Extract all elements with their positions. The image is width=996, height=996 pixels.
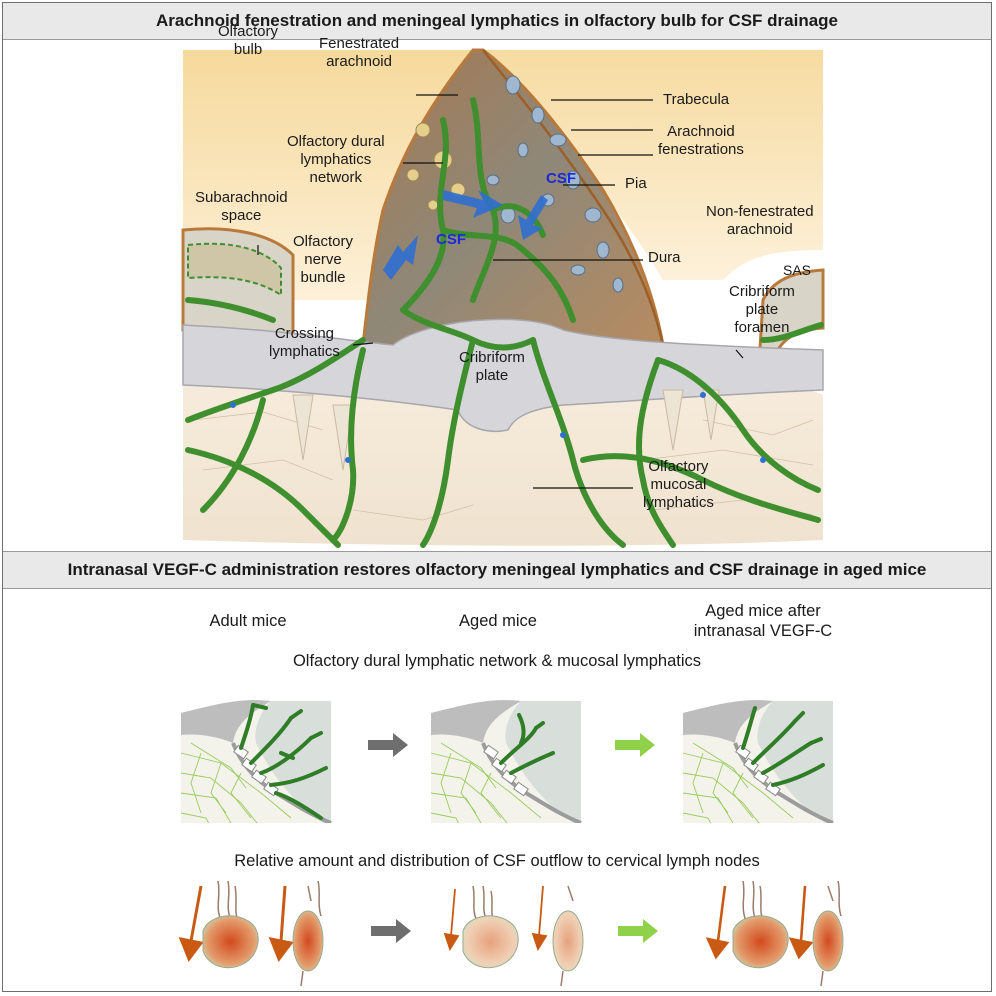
csf-flow-arrows xyxy=(383,190,548,280)
csf-aged xyxy=(443,885,584,987)
row-heading-lymphatic-network: Olfactory dural lymphatic network & muco… xyxy=(292,652,702,670)
panel-aged-mice xyxy=(429,698,583,823)
bottom-panel-title: Intranasal VEGF-C administration restore… xyxy=(3,551,991,589)
label-csf-upper: CSF xyxy=(546,170,576,187)
lymphatic-network xyxy=(185,97,824,548)
csf-outflow-panels xyxy=(178,881,844,987)
csf-arrow-gray xyxy=(371,919,411,943)
csf-aged-vegfc xyxy=(705,881,844,987)
top-panel-title: Arachnoid fenestration and meningeal lym… xyxy=(3,3,991,40)
panel-adult-mice xyxy=(179,698,333,823)
label-dura: Dura xyxy=(648,249,681,266)
pia-layer xyxy=(482,49,665,346)
label-pia: Pia xyxy=(625,175,647,192)
panel-aged-vegfc xyxy=(681,698,835,823)
olfactory-anatomy-illustration xyxy=(181,48,825,548)
arachnoid-fenestrations xyxy=(486,75,624,293)
left-sas-dots xyxy=(187,242,282,297)
column-label-adult-mice: Adult mice xyxy=(209,612,287,630)
label-sas: SAS xyxy=(783,262,812,278)
label-csf-lower: CSF xyxy=(436,231,466,248)
csf-arrow-green xyxy=(618,919,658,943)
row-heading-csf-outflow: Relative amount and distribution of CSF … xyxy=(234,852,760,870)
lymphatic-network-panels xyxy=(179,698,835,823)
column-label-aged-mice: Aged mice xyxy=(459,612,537,630)
label-trabecula: Trabecula xyxy=(663,91,730,108)
leader-lines xyxy=(257,94,744,489)
csf-adult xyxy=(178,881,324,987)
cribriform-foramina xyxy=(292,389,720,471)
lymphatic-valves xyxy=(230,392,766,463)
arrow-green-1 xyxy=(615,733,655,757)
arrow-gray-1 xyxy=(368,733,408,757)
olfactory-bulb-region xyxy=(183,50,823,280)
